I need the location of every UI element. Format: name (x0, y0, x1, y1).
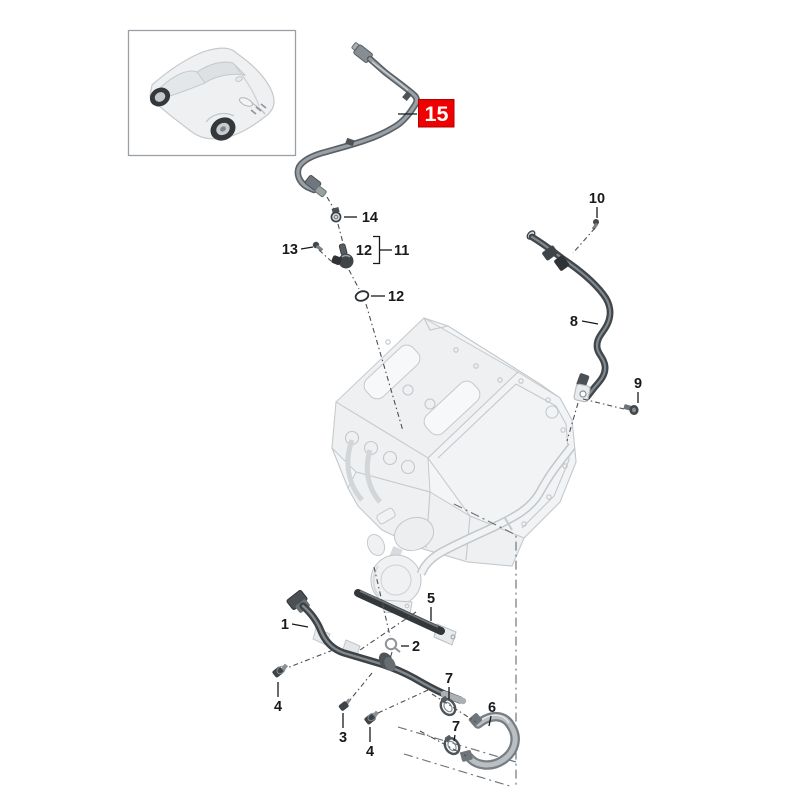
callout-11[interactable]: 11 (394, 243, 409, 259)
callout-12[interactable]: 12 (388, 289, 404, 305)
screw-9 (623, 404, 639, 415)
water-hose-1 (286, 590, 467, 705)
callout-9[interactable]: 9 (634, 376, 642, 392)
tube-5 (354, 589, 457, 646)
callout-7-upper[interactable]: 7 (445, 671, 453, 687)
section-boundary-chain-line (397, 503, 517, 788)
callout-5[interactable]: 5 (427, 591, 435, 607)
vehicle-suv-illustration (149, 47, 275, 141)
callout-15-box (418, 99, 455, 128)
callout-8[interactable]: 8 (570, 314, 578, 330)
screw-10 (591, 219, 599, 231)
callout-10[interactable]: 10 (589, 191, 605, 207)
callout-4-left[interactable]: 4 (274, 699, 282, 715)
hose-6 (460, 712, 520, 770)
callout-1[interactable]: 1 (281, 617, 289, 633)
callout-4-right[interactable]: 4 (366, 744, 374, 760)
callout-15: 15 (425, 102, 449, 126)
vent-valve-11 (331, 243, 354, 269)
vent-line-15 (294, 42, 420, 198)
callout-12-bracket[interactable]: 12 (356, 243, 372, 259)
clamp-7-lower (443, 735, 461, 756)
clip-2 (384, 637, 401, 653)
callout-2[interactable]: 2 (412, 639, 420, 655)
callout-15-highlight[interactable]: 15 (418, 99, 455, 128)
breather-pipe-8 (526, 230, 614, 403)
assembly-dash-lines (286, 196, 625, 757)
screw-4-left (272, 663, 289, 678)
callout-7-lower[interactable]: 7 (452, 719, 460, 735)
callout-6[interactable]: 6 (488, 700, 496, 716)
engine-line-art (331, 317, 577, 615)
screw-13 (312, 241, 324, 252)
screw-3 (338, 698, 351, 711)
callout-14[interactable]: 14 (362, 210, 378, 226)
callout-3[interactable]: 3 (339, 730, 347, 746)
grommet-14 (330, 207, 342, 223)
vehicle-thumbnail[interactable] (127, 29, 297, 157)
screw-4-right (364, 710, 380, 725)
callout-leader-lines (277, 113, 639, 742)
o-ring-12 (354, 290, 370, 302)
callout-13[interactable]: 13 (282, 242, 298, 258)
